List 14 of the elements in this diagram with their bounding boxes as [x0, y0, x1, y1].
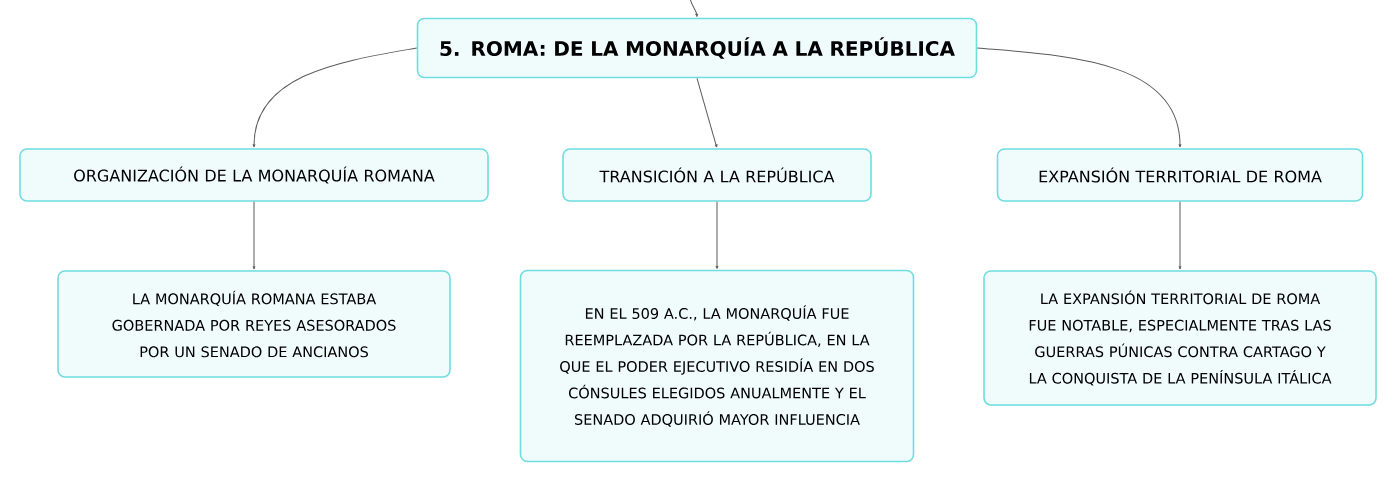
arrow	[252, 47, 418, 148]
arrow	[696, 77, 718, 148]
description-box: EN EL 509 A.C., LA MONARQUÍA FUE REEMPLAZADA POR LA REPÚBLICA, EN LA QUE EL PODER EJECUTIVO RESIDÍA EN DOS CÓNSULES ELEGIDOS ANUALMENTE Y EL SENADO ADQUIRIÓ MAYOR INFLUENCIA	[519, 269, 915, 463]
title-box: 5. ROMA: DE LA MONARQUÍA A LA REPÚBLICA	[416, 17, 978, 79]
description-box: LA MONARQUÍA ROMANA ESTABA GOBERNADA POR REYES ASESORADOS POR UN SENADO DE ANCIANOS	[57, 270, 451, 378]
arrow	[976, 47, 1182, 148]
topic-box: TRANSICIÓN A LA REPÚBLICA	[562, 148, 872, 202]
arrow	[252, 201, 256, 270]
description-box: LA EXPANSIÓN TERRITORIAL DE ROMA FUE NOTABLE, ESPECIALMENTE TRAS LAS GUERRAS PÚNICAS CONTRA CARTAGO Y LA CONQUISTA DE LA PENÍNSULA ITÁLICA	[983, 270, 1377, 406]
arrow	[715, 201, 719, 269]
arrow	[689, 0, 699, 17]
arrow	[1178, 201, 1182, 270]
topic-box: EXPANSIÓN TERRITORIAL DE ROMA	[996, 148, 1364, 202]
topic-box: ORGANIZACIÓN DE LA MONARQUÍA ROMANA	[19, 148, 489, 202]
